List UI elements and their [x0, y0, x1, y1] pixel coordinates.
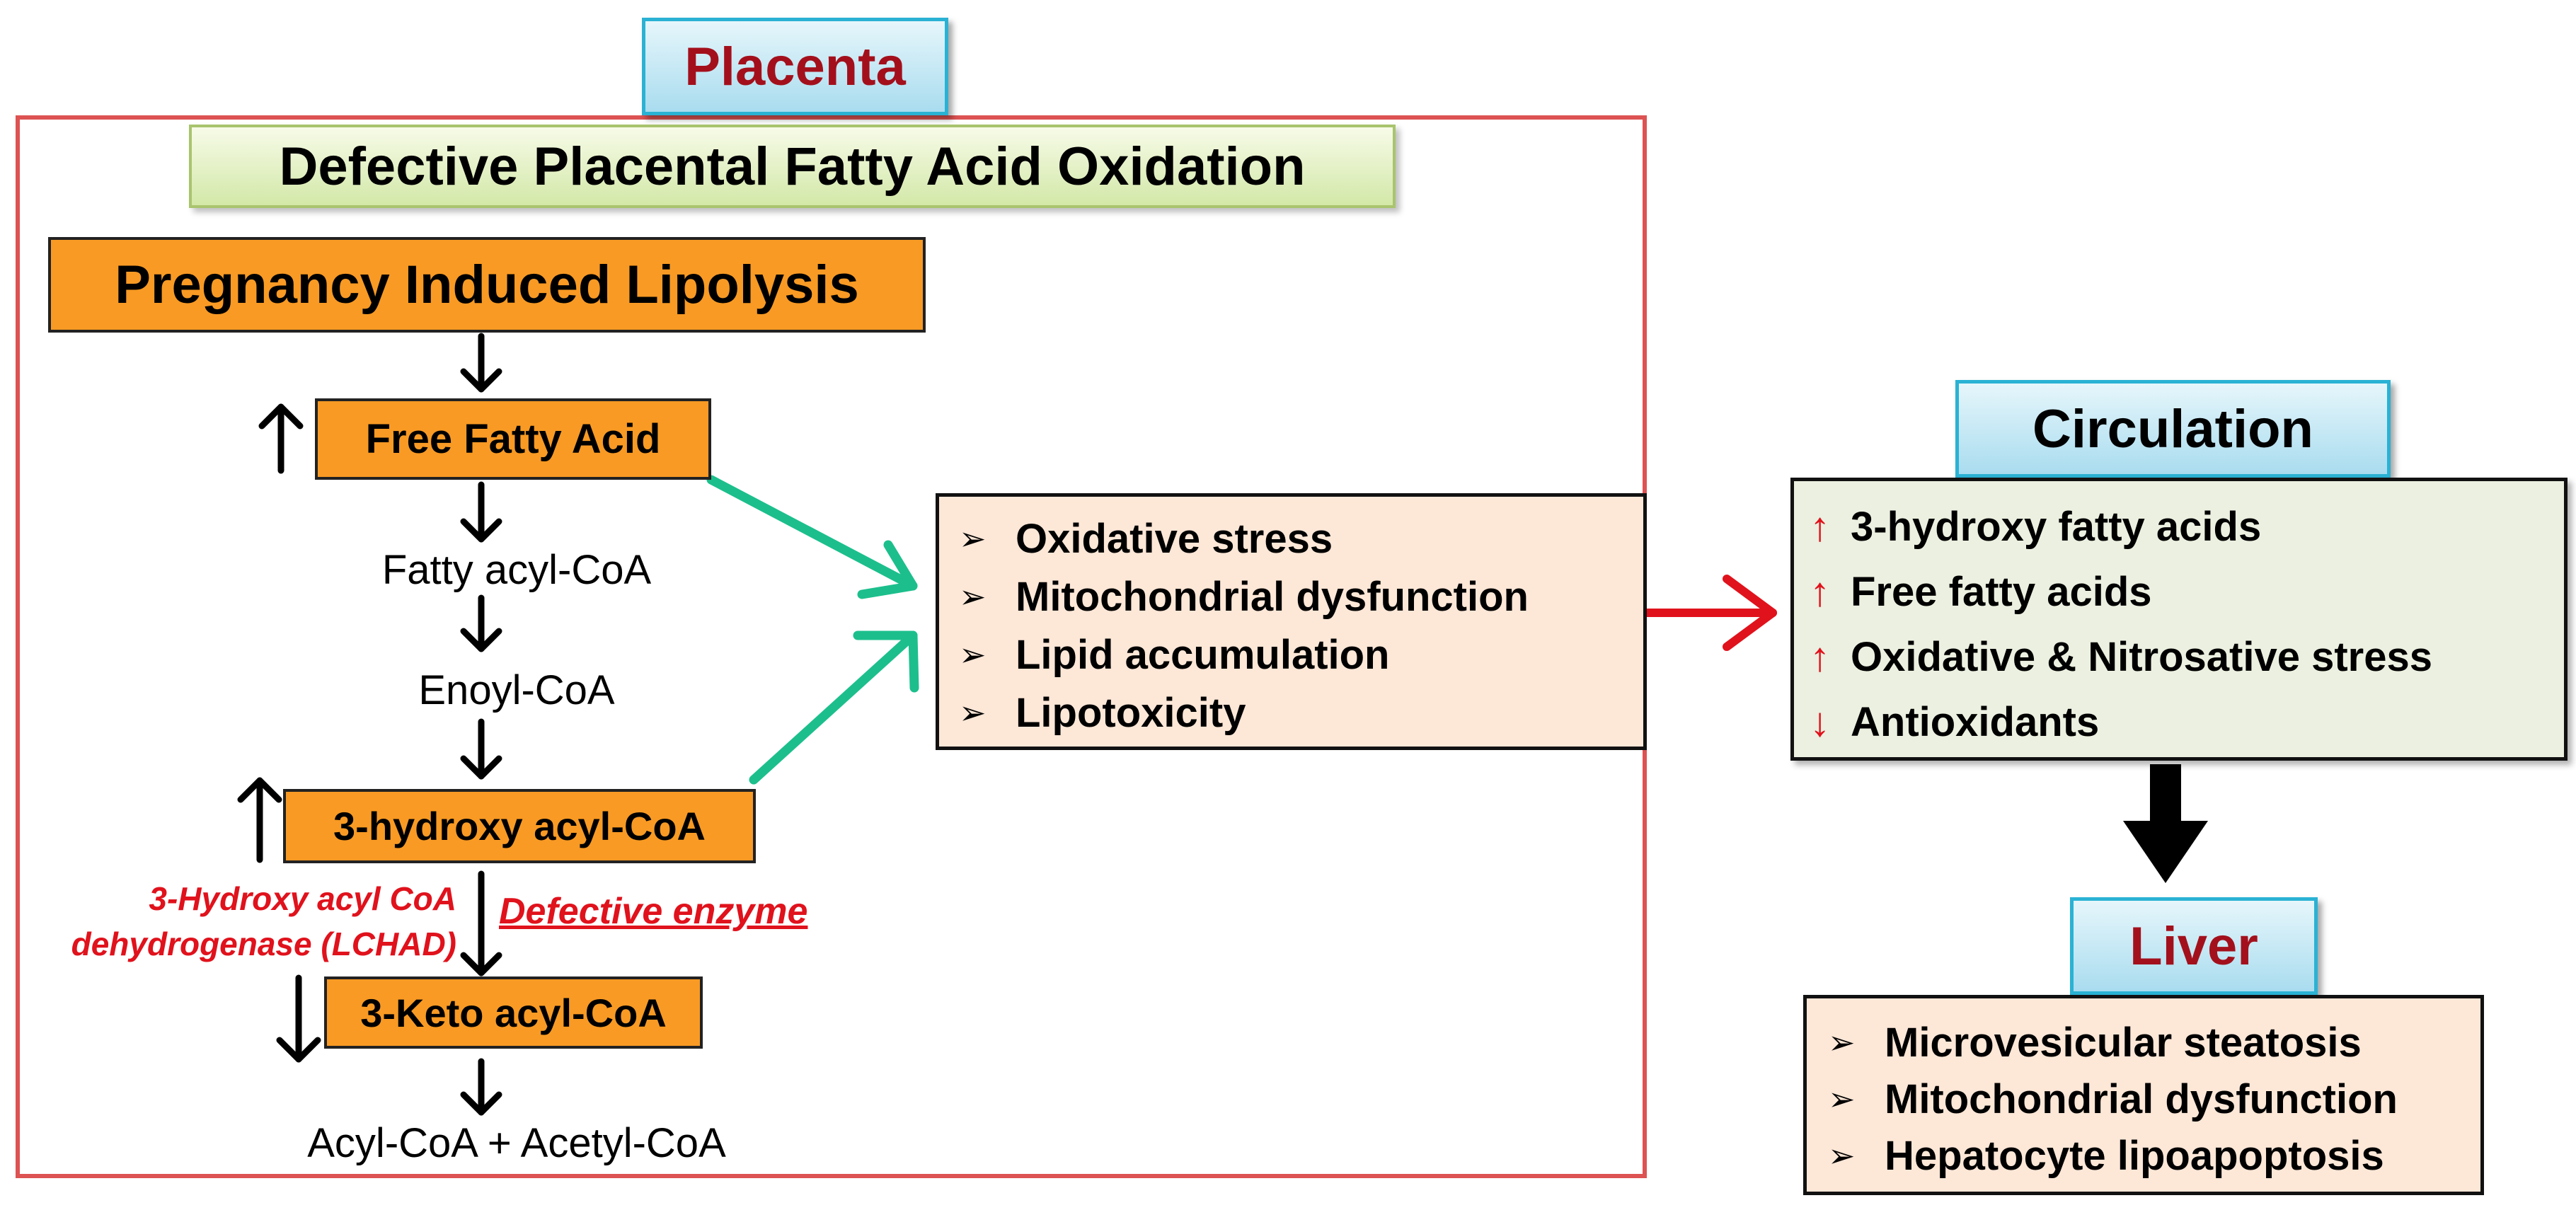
liver-label: Liver: [2070, 897, 2318, 995]
liver-item: ➢Microvesicular steatosis: [1828, 1019, 2362, 1066]
defective-enzyme-label: Defective enzyme: [499, 890, 867, 940]
placental-effects-box: ➢Oxidative stress ➢Mitochondrial dysfunc…: [936, 493, 1647, 750]
bullet-arrow-icon: ➢: [1828, 1137, 1856, 1174]
enzyme-line-2: dehydrogenase (LCHAD): [71, 926, 456, 962]
enoyl-coa-text: Enoyl-CoA: [418, 667, 615, 713]
down-arrow-5: [460, 870, 502, 976]
down-arrow-2: [460, 481, 502, 543]
effect-item: ➢Mitochondrial dysfunction: [959, 573, 1529, 620]
liver-item: ➢Hepatocyte lipoapoptosis: [1828, 1132, 2384, 1179]
effect-item: ➢Lipid accumulation: [959, 631, 1390, 678]
decrease-arrow-icon: ↓: [1810, 698, 1830, 745]
effect-item: ➢Lipotoxicity: [959, 689, 1246, 736]
lipolysis-text: Pregnancy Induced Lipolysis: [115, 255, 859, 315]
effect-item: ➢Oxidative stress: [959, 515, 1333, 562]
increase-arrow-icon: ↑: [1810, 503, 1830, 550]
red-arrow-to-circulation: [1641, 575, 1777, 651]
free-fatty-acid-text: Free Fatty Acid: [365, 416, 661, 462]
defective-enzyme-text: Defective enzyme: [499, 891, 808, 932]
teal-arrow-upper: [706, 475, 918, 599]
enoyl-coa-label: Enoyl-CoA: [304, 662, 729, 718]
circulation-list: ↑3-hydroxy fatty acids ↑Free fatty acids…: [1810, 494, 2564, 754]
black-arrow-to-liver: [2123, 764, 2208, 883]
liver-box: ➢Microvesicular steatosis ➢Mitochondrial…: [1803, 995, 2484, 1195]
bullet-arrow-icon: ➢: [959, 578, 987, 615]
increase-arrow-icon: ↑: [1810, 568, 1830, 615]
enzyme-line-1: 3-Hydroxy acyl CoA: [149, 880, 456, 917]
keto-acyl-coa-box: 3-Keto acyl-CoA: [324, 976, 703, 1049]
down-arrow-1: [460, 333, 502, 393]
liver-item: ➢Mitochondrial dysfunction: [1828, 1076, 2398, 1122]
free-fatty-acid-box: Free Fatty Acid: [315, 398, 711, 480]
circulation-item: ↓Antioxidants: [1810, 698, 2100, 745]
bullet-arrow-icon: ➢: [1828, 1024, 1856, 1061]
bullet-arrow-icon: ➢: [1828, 1081, 1856, 1117]
circulation-box: ↑3-hydroxy fatty acids ↑Free fatty acids…: [1790, 478, 2568, 761]
bullet-arrow-icon: ➢: [959, 520, 987, 557]
hydroxy-acyl-coa-text: 3-hydroxy acyl-CoA: [333, 804, 706, 848]
placenta-label: Placenta: [642, 18, 948, 115]
bullet-arrow-icon: ➢: [959, 694, 987, 731]
banner-text: Defective Placental Fatty Acid Oxidation: [279, 136, 1306, 197]
circulation-item: ↑Oxidative & Nitrosative stress: [1810, 633, 2433, 680]
final-products-text: Acyl-CoA + Acetyl-CoA: [307, 1119, 726, 1166]
down-arrow-6: [460, 1058, 502, 1116]
circulation-item: ↑3-hydroxy fatty acids: [1810, 503, 2262, 550]
hydroxy-acyl-coa-box: 3-hydroxy acyl-CoA: [283, 789, 756, 863]
bullet-arrow-icon: ➢: [959, 636, 987, 673]
up-arrow-ffa: [258, 403, 304, 474]
liver-label-text: Liver: [2129, 916, 2258, 976]
teal-arrow-lower: [749, 630, 919, 785]
effects-list: ➢Oxidative stress ➢Mitochondrial dysfunc…: [959, 509, 1643, 742]
increase-arrow-icon: ↑: [1810, 633, 1830, 680]
lchad-enzyme-label: 3-Hydroxy acyl CoA dehydrogenase (LCHAD): [14, 876, 456, 968]
circulation-label: Circulation: [1955, 380, 2391, 478]
lipolysis-box: Pregnancy Induced Lipolysis: [48, 237, 926, 333]
keto-acyl-coa-text: 3-Keto acyl-CoA: [360, 990, 667, 1035]
placenta-label-text: Placenta: [684, 36, 906, 97]
circulation-item: ↑Free fatty acids: [1810, 568, 2152, 615]
fatty-acyl-coa-label: Fatty acyl-CoA: [304, 541, 729, 598]
down-arrow-4: [460, 718, 502, 780]
up-arrow-hydroxy: [237, 777, 282, 863]
down-arrow-3: [460, 594, 502, 652]
defective-fao-banner: Defective Placental Fatty Acid Oxidation: [189, 125, 1396, 208]
circulation-label-text: Circulation: [2032, 398, 2313, 459]
liver-list: ➢Microvesicular steatosis ➢Mitochondrial…: [1828, 1014, 2480, 1184]
fatty-acyl-coa-text: Fatty acyl-CoA: [381, 546, 652, 593]
final-products-label: Acyl-CoA + Acetyl-CoA: [234, 1114, 800, 1171]
down-arrow-keto: [276, 974, 321, 1063]
